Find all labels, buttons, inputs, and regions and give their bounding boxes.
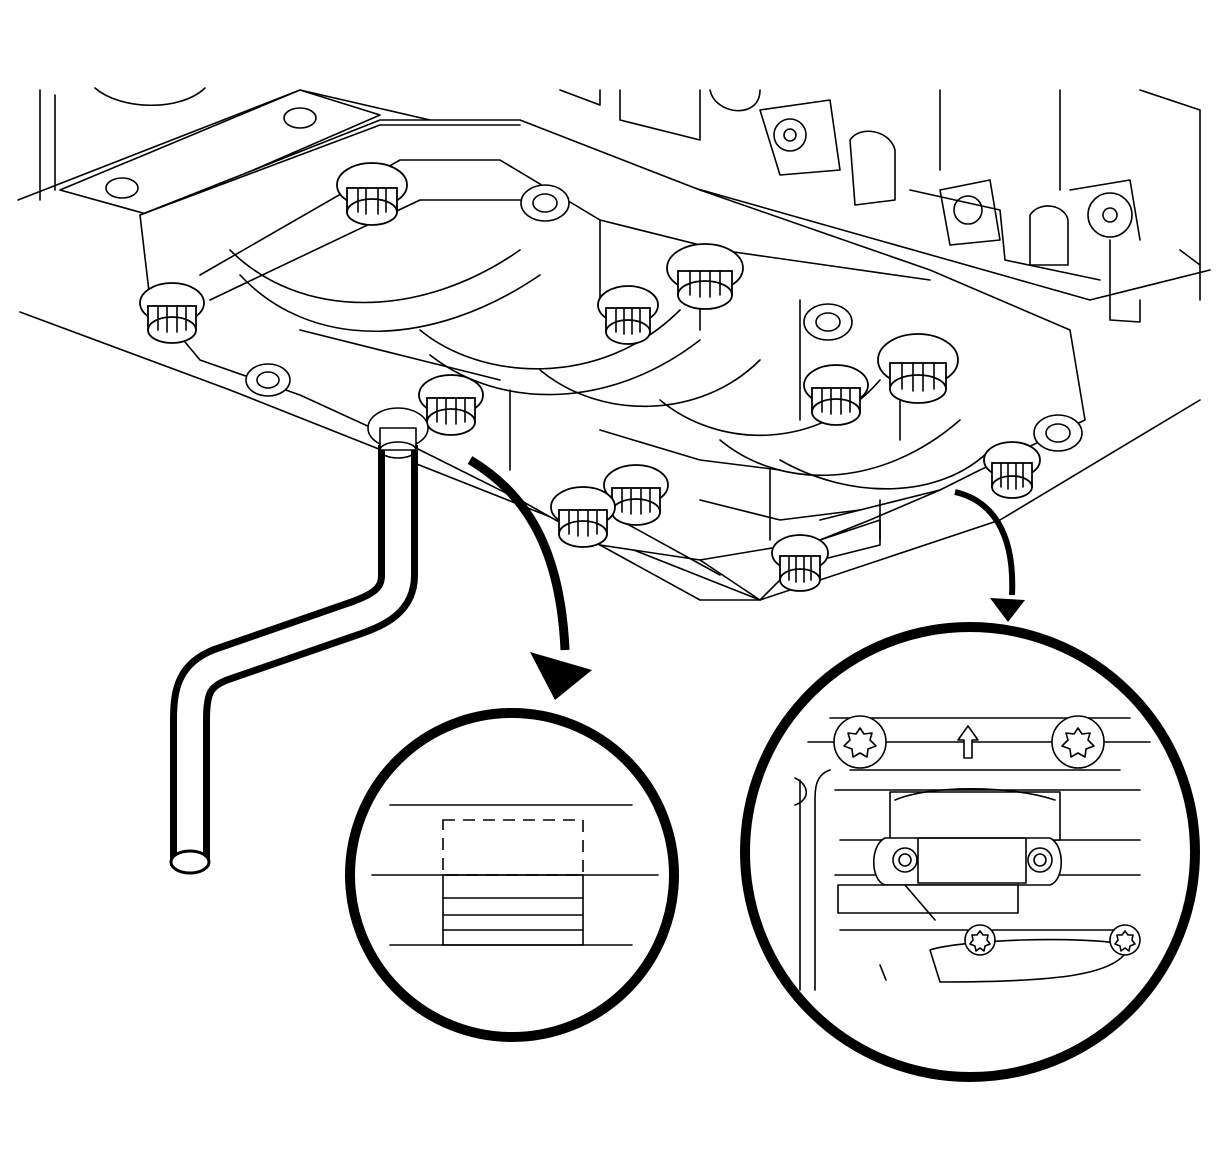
hex-key-tool: [169, 407, 429, 875]
torx-screw: [833, 715, 887, 769]
bolt: [603, 464, 669, 526]
bolt: [139, 282, 205, 344]
bolt: [877, 333, 959, 404]
bolt: [983, 441, 1041, 499]
torx-screw: [964, 924, 996, 956]
upper-left-plate: [59, 89, 381, 281]
callout-arrow-left: [467, 456, 592, 700]
bolt: [336, 162, 408, 226]
bolt: [771, 534, 829, 592]
bolt-set: [139, 162, 1041, 592]
bolt: [666, 243, 744, 310]
torx-screw: [1051, 715, 1105, 769]
bolt: [550, 486, 616, 548]
callout-arrow-right: [954, 489, 1025, 622]
detail-callout-valve-body: [740, 622, 1200, 1082]
detail-callout-bolt-head: [345, 708, 679, 1042]
bolt: [418, 374, 484, 436]
transmission-housing: [17, 87, 1211, 601]
direction-arrow-icon: [957, 725, 979, 759]
torx-screw: [1109, 924, 1141, 956]
bolt: [803, 364, 869, 426]
valve-body: [139, 119, 1086, 601]
bolt: [597, 285, 659, 345]
